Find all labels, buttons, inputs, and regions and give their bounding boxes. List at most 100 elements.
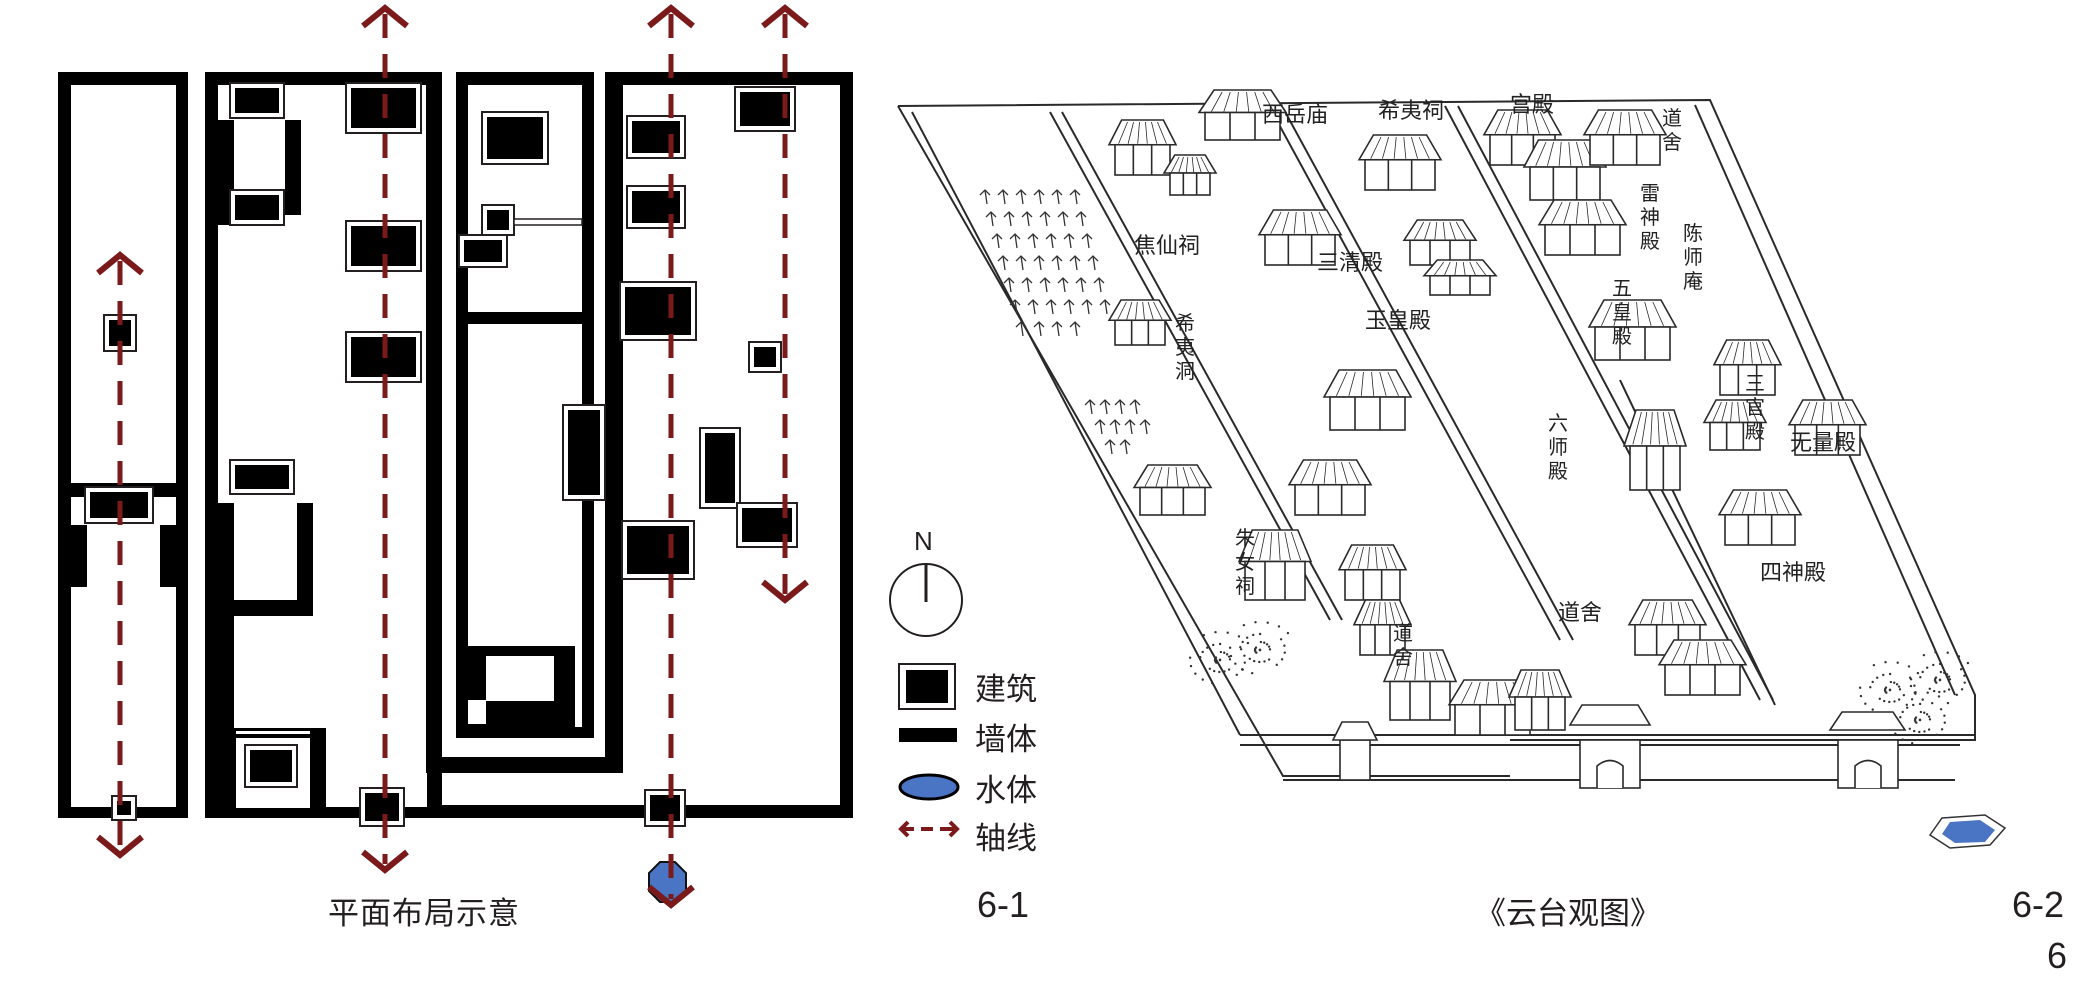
map-building (1162, 154, 1218, 196)
map-tree (1104, 439, 1116, 455)
road-2-b (1282, 107, 1574, 641)
building (111, 795, 137, 821)
arrow-down-icon (361, 849, 409, 874)
map-building (1712, 339, 1783, 396)
map-label: 道舍 (1393, 621, 1413, 669)
svg-text:希: 希 (1175, 311, 1195, 335)
arrow-down-icon (761, 579, 809, 604)
arrow-up-icon (647, 4, 695, 29)
axis-icon (898, 820, 960, 838)
map-label: 陈师庵 (1683, 221, 1703, 293)
arrow-down-icon (647, 884, 695, 909)
map-building (1447, 679, 1538, 736)
map-label: 希夷祠 (1378, 99, 1444, 124)
corridor (513, 218, 583, 226)
map-label: 无量殿 (1790, 431, 1856, 456)
map-tree (985, 211, 997, 227)
legend-label-building: 建筑 (975, 672, 1037, 708)
wall-a-right-flank (160, 525, 176, 587)
map-tree (1015, 321, 1027, 337)
center-gate (1568, 704, 1652, 789)
map-building (1537, 199, 1628, 256)
map-label: 道舍 (1662, 106, 1682, 154)
wall-a-left-flank (71, 525, 87, 587)
map-tree (1075, 211, 1087, 227)
arrow-up-icon (96, 251, 144, 276)
map-tree (1119, 439, 1131, 455)
map-label: 希夷洞 (1175, 311, 1195, 383)
svg-text:朱: 朱 (1235, 526, 1255, 550)
map-caption: 《云台观图》 (1475, 896, 1661, 932)
map-building (1402, 219, 1478, 266)
building (229, 459, 295, 495)
left-gate (1331, 721, 1379, 781)
wall-c-bottom-notch (468, 700, 486, 724)
building (562, 404, 606, 501)
axis-line (361, 4, 409, 874)
map-label: 雷神殿 (1640, 181, 1660, 253)
map-buildings (1107, 89, 1868, 736)
building (644, 789, 686, 827)
map-building (1337, 544, 1408, 601)
map-tree (1027, 233, 1039, 249)
map-tree (1009, 299, 1021, 315)
svg-text:官: 官 (1745, 395, 1765, 419)
map-tree (1057, 211, 1069, 227)
road-2-a (1269, 107, 1561, 641)
map-label: 四神殿 (1760, 561, 1826, 586)
map-tree (1033, 321, 1045, 337)
wall-b-mid-court-bottom (234, 600, 313, 616)
map-tree (1094, 419, 1106, 435)
map-tree (1003, 277, 1015, 293)
map-tree (1021, 277, 1033, 293)
svg-text:殿: 殿 (1745, 419, 1765, 443)
svg-text:五: 五 (1612, 276, 1632, 300)
outer-wall-right-inner (1694, 104, 1956, 696)
map-tree (1069, 321, 1081, 337)
building (626, 115, 686, 159)
map-pond (1928, 814, 2007, 849)
building (736, 502, 798, 548)
map-tree (1063, 233, 1075, 249)
svg-text:殿: 殿 (1612, 324, 1632, 348)
arrow-up-icon (761, 4, 809, 29)
map-tree (1139, 419, 1151, 435)
map-building (1522, 139, 1608, 201)
map-building (1107, 119, 1178, 176)
map-tree (1051, 255, 1063, 271)
water-icon (898, 773, 960, 801)
map-building (1132, 464, 1213, 516)
map-label: 西岳庙 (1262, 103, 1328, 128)
building (481, 204, 515, 236)
axis-line (96, 251, 144, 859)
map-tree (1063, 299, 1075, 315)
map-tree (1069, 189, 1081, 205)
map-tree (1021, 211, 1033, 227)
wall-compound-b (205, 72, 442, 818)
map-tree (1051, 321, 1063, 337)
road-1-b (1061, 111, 1343, 621)
map-tree (1051, 189, 1063, 205)
map-tree (1015, 189, 1027, 205)
legend-label-wall: 墙体 (975, 722, 1037, 758)
map-tree (1039, 211, 1051, 227)
building (359, 787, 405, 827)
axes (96, 4, 809, 909)
map-tree (1087, 255, 1099, 271)
map-building (1482, 109, 1563, 166)
map-tree (1003, 211, 1015, 227)
outer-wall-left-inner (911, 111, 1241, 736)
map-building (1787, 399, 1868, 456)
map-labels: 西岳庙希夷祠宫殿道舍三清殿焦仙祠玉皇殿雷神殿五皇殿陈师庵三官殿无量殿四神殿六师殿… (1134, 93, 1856, 669)
svg-text:师: 师 (1683, 245, 1703, 269)
map-tree (1109, 419, 1121, 435)
map-tree (1129, 399, 1141, 415)
wall-b-top-court-right (285, 120, 301, 215)
svg-text:殿: 殿 (1548, 459, 1568, 483)
arrow-down-icon (96, 834, 144, 859)
building (345, 82, 422, 134)
plan-caption: 平面布局示意 (328, 896, 520, 932)
map-tree (1057, 277, 1069, 293)
map-tree (1093, 277, 1105, 293)
wall-b-mid-court-left (218, 503, 234, 773)
